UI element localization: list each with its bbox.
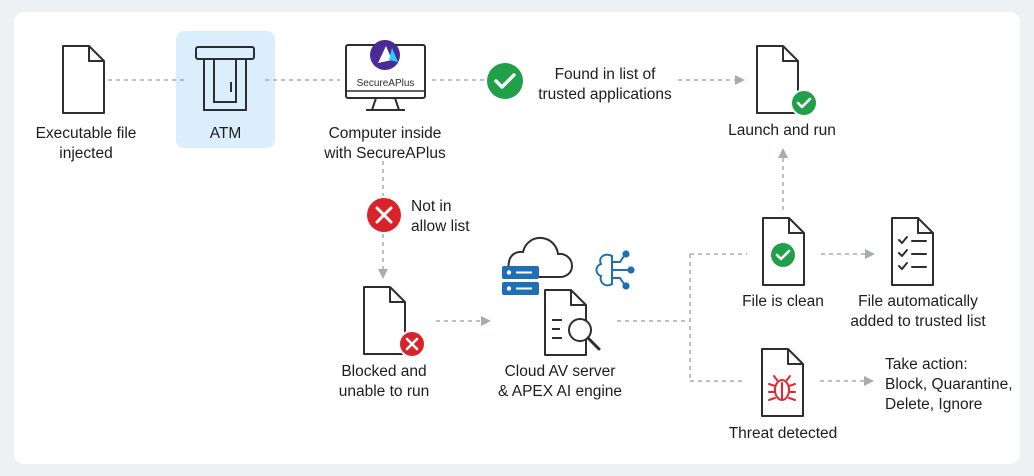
computer-label-line2: with SecureAPlus	[324, 145, 446, 162]
not-allowed-label-line2: allow list	[411, 218, 470, 235]
atm-icon	[195, 46, 255, 111]
cloud-label: Cloud AV server & APEX AI engine	[490, 362, 630, 402]
executable-label-line2: injected	[59, 145, 113, 162]
clean-label: File is clean	[742, 293, 824, 310]
added-label: File automatically added to trusted list	[833, 292, 1003, 332]
added-label-line1: File automatically	[858, 293, 978, 310]
atm-label: ATM	[209, 125, 242, 142]
found-label-line1: Found in list of	[554, 66, 656, 83]
not-allowed-label-line1: Not in	[411, 198, 452, 215]
computer-label-line1: Computer inside	[328, 125, 442, 142]
computer-screen-text: SecureAPlus	[357, 78, 415, 89]
launch-label: Launch and run	[728, 122, 836, 139]
executable-label-line1: Executable file	[35, 125, 137, 142]
connectors	[108, 75, 875, 386]
action-label-line3: Delete, Ignore	[885, 396, 983, 413]
file-icon	[62, 45, 105, 114]
action-label: Take action: Block, Quarantine, Delete, …	[885, 355, 1020, 415]
not-allowed-label: Not in allow list	[411, 197, 501, 237]
computer-label: Computer inside with SecureAPlus	[310, 124, 460, 164]
cloud-label-line2: & APEX AI engine	[497, 383, 623, 400]
server-icon	[502, 266, 539, 295]
securaplus-logo-icon	[370, 40, 400, 70]
bug-icon	[768, 375, 796, 401]
threat-file-icon	[761, 348, 804, 417]
check-icon	[771, 243, 795, 267]
computer-icon	[345, 40, 426, 111]
check-icon	[790, 89, 818, 117]
action-label-line2: Block, Quarantine,	[885, 376, 1013, 393]
blocked-label: Blocked and unable to run	[323, 362, 445, 402]
blocked-label-line2: unable to run	[338, 383, 430, 400]
threat-label: Threat detected	[728, 425, 838, 442]
added-label-line2: added to trusted list	[850, 313, 986, 330]
search-document-icon	[544, 289, 601, 356]
found-label: Found in list of trusted applications	[535, 65, 675, 105]
blocked-label-line1: Blocked and	[341, 363, 427, 380]
checklist-icon	[891, 217, 934, 286]
found-label-line2: trusted applications	[538, 86, 672, 103]
x-icon	[367, 198, 401, 232]
executable-label: Executable file injected	[22, 124, 150, 164]
blocked-file-icon	[363, 286, 426, 358]
atm-highlight	[176, 31, 275, 148]
launch-file-icon	[756, 45, 818, 117]
cloud-label-line1: Cloud AV server	[504, 363, 616, 380]
ai-brain-icon	[595, 250, 635, 290]
check-icon	[487, 63, 523, 99]
clean-file-icon	[762, 217, 805, 286]
action-label-line1: Take action:	[885, 356, 968, 373]
